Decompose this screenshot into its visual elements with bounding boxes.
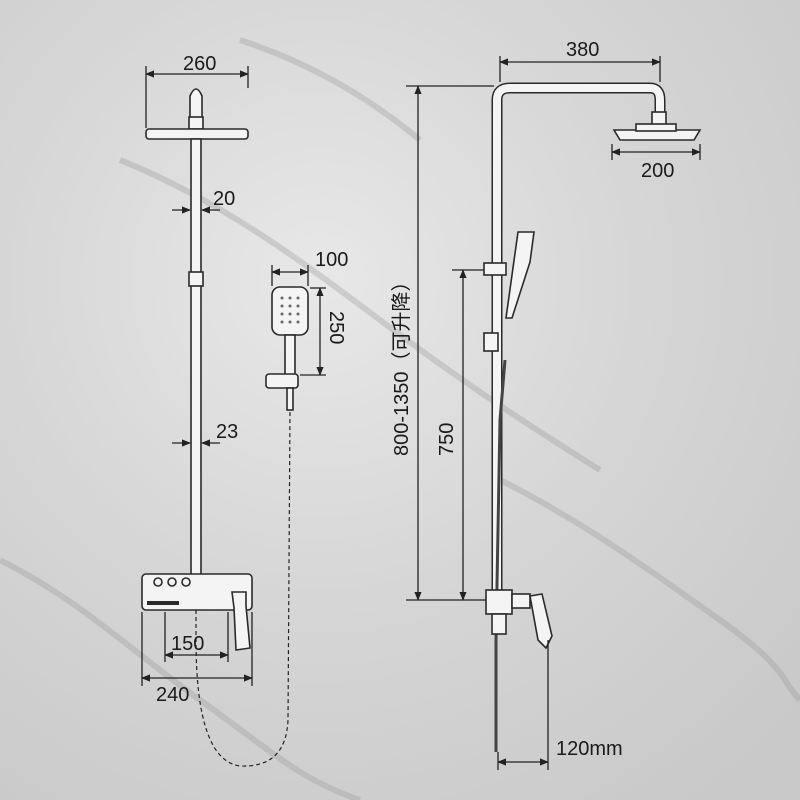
label-250: 250 (325, 311, 347, 344)
pipe-joint (188, 271, 204, 287)
handheld-grip (284, 334, 296, 376)
right-handheld-shower (505, 231, 535, 319)
handheld-holder (265, 373, 299, 389)
right-valve-cap (511, 593, 531, 609)
right-valve-body (485, 589, 513, 615)
valve-handle (231, 591, 251, 651)
handheld-nozzles (280, 296, 300, 324)
top-outlet-pipe (189, 88, 203, 123)
shelf-hole-2 (167, 577, 177, 587)
slider-clamp-top (483, 262, 507, 276)
label-380: 380 (566, 39, 599, 61)
label-260: 260 (183, 53, 216, 75)
right-view: 380 200 800-1350（可升降） 750 120mm (390, 39, 702, 770)
label-20: 20 (213, 188, 235, 210)
head-connector (188, 116, 204, 130)
right-riser-arm-inner (493, 84, 664, 590)
label-240: 240 (156, 684, 189, 706)
label-750: 750 (436, 423, 458, 456)
label-150: 150 (171, 633, 204, 655)
spout-slot (147, 601, 179, 605)
right-valve-outlet (491, 613, 507, 635)
label-23: 23 (216, 421, 238, 443)
label-100: 100 (315, 249, 348, 271)
left-shower-head (145, 128, 249, 140)
hose-dashed (195, 409, 291, 767)
handheld-end (286, 387, 294, 411)
right-valve-handle (529, 593, 553, 650)
right-head-neck (635, 123, 677, 132)
handheld-head (271, 286, 309, 336)
shelf-hole-1 (153, 577, 163, 587)
marble-veins (0, 37, 800, 800)
label-120mm: 120mm (556, 738, 623, 760)
left-main-pipe (190, 138, 202, 580)
label-800-1350: 800-1350（可升降） (390, 271, 413, 456)
shelf-hole-3 (181, 577, 191, 587)
left-view: 260 20 100 250 23 150 240 (141, 53, 348, 767)
slider-clamp-bottom (483, 332, 499, 352)
label-200: 200 (641, 160, 674, 182)
